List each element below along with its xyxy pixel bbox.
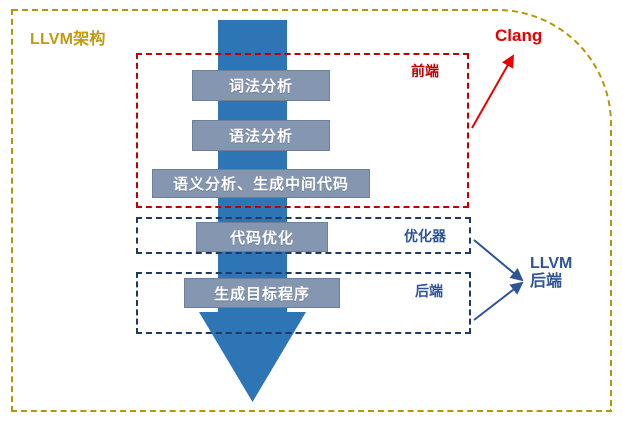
group-label-frontend: 前端 — [411, 63, 439, 79]
group-frontend — [136, 53, 469, 208]
stage-label: 语法分析 — [228, 128, 293, 145]
callout-clang: Clang — [495, 26, 543, 45]
stage-syntax-analysis[interactable]: 语法分析 — [192, 120, 330, 151]
stage-label: 词法分析 — [228, 78, 293, 95]
group-label-backend: 后端 — [415, 283, 443, 299]
stage-label: 语义分析、生成中间代码 — [172, 176, 349, 193]
stage-lexical-analysis[interactable]: 词法分析 — [192, 70, 330, 101]
group-label-optimizer: 优化器 — [404, 228, 446, 244]
callout-llvm-backend: LLVM 后端 — [530, 255, 572, 292]
llvm-architecture-title: LLVM架构 — [30, 31, 106, 48]
callout-llvm-line2: 后端 — [530, 273, 563, 291]
group-optimizer — [136, 217, 471, 254]
stage-code-optimization[interactable]: 代码优化 — [196, 222, 328, 252]
stage-label: 代码优化 — [229, 229, 294, 247]
callout-llvm-line1: LLVM — [530, 255, 573, 272]
stage-label: 生成目标程序 — [213, 285, 310, 303]
stage-target-code-generation[interactable]: 生成目标程序 — [184, 278, 340, 308]
group-backend — [136, 272, 471, 334]
stage-semantic-analysis-ir[interactable]: 语义分析、生成中间代码 — [152, 169, 370, 198]
llvm-architecture-boundary — [11, 9, 612, 412]
